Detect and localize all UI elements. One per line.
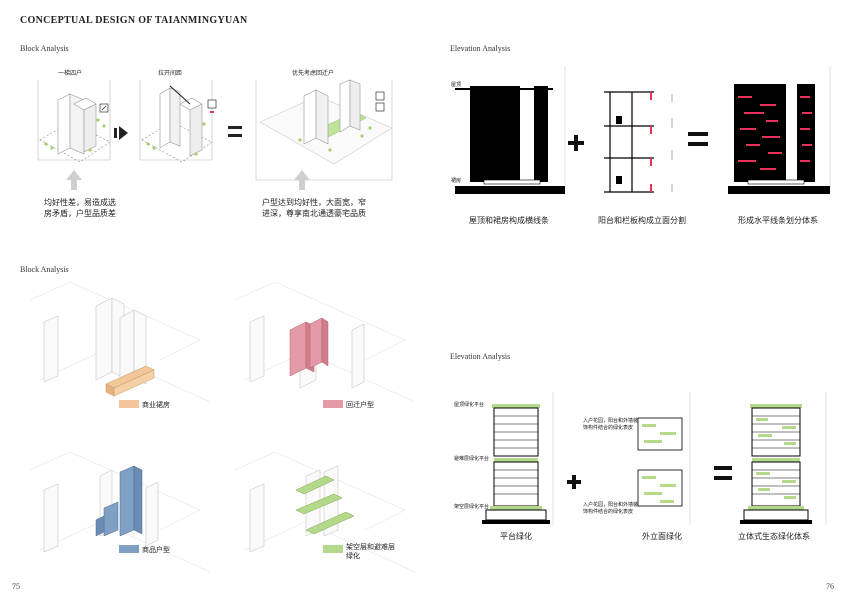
legend-commodity: 商品户型 xyxy=(142,546,170,554)
greening-caption-3: 立体式生态绿化体系 xyxy=(738,532,810,541)
legend-swatch-green xyxy=(323,545,343,553)
facade-note-b: 入户花园，阳台和外墙装 饰构件结合的绿化表皮 xyxy=(583,502,639,515)
legend-green: 架空层和避难层 绿化 xyxy=(346,543,395,560)
legend-swatch-commercial xyxy=(119,400,139,408)
page-number-left: 75 xyxy=(12,582,20,591)
note-left: 均好性差，易造成选 房矛盾，户型品质差 xyxy=(44,198,116,218)
note-right: 户型达到均好性，大面宽，窄 进深，尊享南北通透豪宅品质 xyxy=(262,198,366,218)
greening-caption-1: 平台绿化 xyxy=(500,532,532,541)
elev-caption-2: 阳台和栏板构成立面分割 xyxy=(598,216,686,225)
roof-label: 屋顶 xyxy=(451,82,462,88)
step2-label: 拉开间距 xyxy=(158,70,183,77)
legend-commercial: 商业裙房 xyxy=(142,401,170,409)
page-number-right: 76 xyxy=(826,582,834,591)
greening-caption-2: 外立面绿化 xyxy=(642,532,682,541)
facade-note-a: 入户花园，阳台和外墙装 饰构件结合的绿化表皮 xyxy=(583,418,639,431)
label-roof-green: 屋顶绿化平台 xyxy=(454,402,485,408)
elev-caption-3: 形成水平线条划分体系 xyxy=(738,216,818,225)
legend-swatch-commodity xyxy=(119,545,139,553)
page-title: CONCEPTUAL DESIGN OF TAIANMINGYUAN xyxy=(20,15,248,26)
legend-swatch-relocation xyxy=(323,400,343,408)
legend-relocation: 回迁户型 xyxy=(346,401,374,409)
step1-label: 一梯四户 xyxy=(58,70,83,77)
section-heading-elevation-top: Elevation Analysis xyxy=(450,44,511,53)
podium-label: 裙房 xyxy=(451,178,462,184)
section-heading-block-top: Block Analysis xyxy=(20,44,69,53)
elev-caption-1: 屋顶和裙房构成横线条 xyxy=(469,216,549,225)
label-stilt-green: 架空层绿化平台 xyxy=(454,504,490,510)
section-heading-elevation-bottom: Elevation Analysis xyxy=(450,352,511,361)
label-refuge-green: 避难层绿化平台 xyxy=(454,456,490,462)
section-heading-block-bottom: Block Analysis xyxy=(20,265,69,274)
step3-label: 优先考虑回迁户 xyxy=(292,70,335,77)
